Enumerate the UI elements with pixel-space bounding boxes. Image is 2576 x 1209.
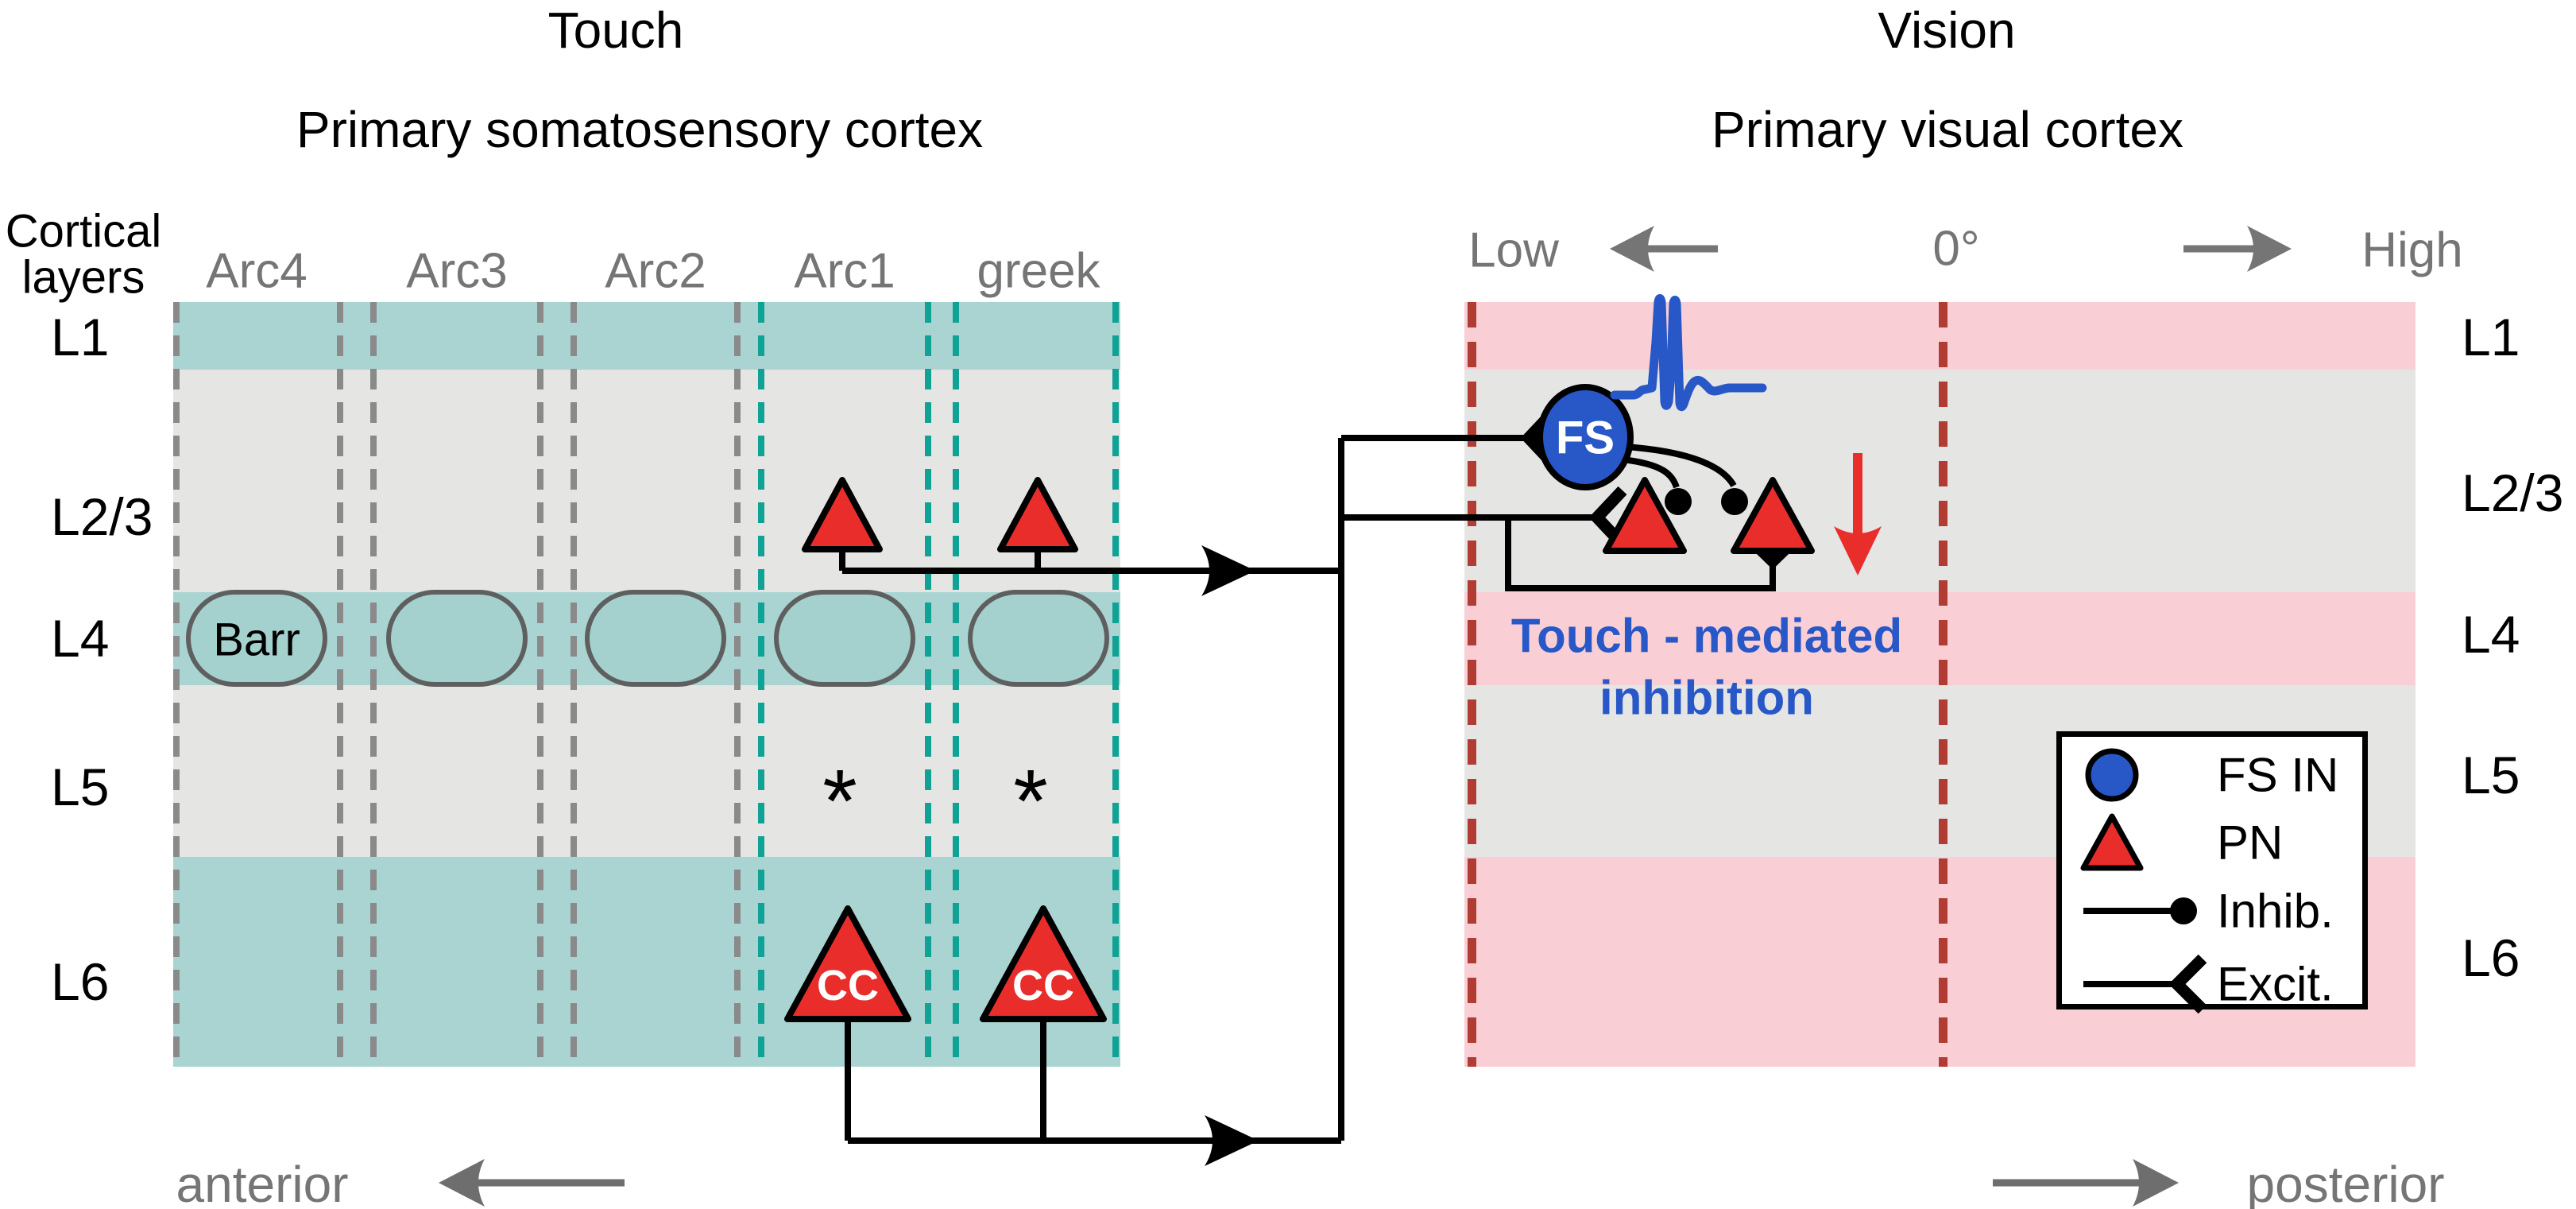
s1-layer-label-l1: L1	[51, 308, 110, 366]
column-label-arc1: Arc1	[794, 243, 895, 299]
anterior-arrow-head	[439, 1159, 485, 1207]
sf-low-label: Low	[1468, 223, 1559, 278]
v1-layer-label-l6: L6	[2462, 928, 2520, 987]
septum-arc1-greek-b	[953, 302, 959, 1067]
cc-label-greek: CC	[1012, 962, 1074, 1009]
legend-label-excit: Excit.	[2217, 957, 2334, 1011]
left-panel-subtitle: Primary somatosensory cortex	[296, 101, 984, 158]
barrel-arc2	[585, 590, 726, 687]
legend-label-pn: PN	[2217, 816, 2284, 870]
touch-mediated-annotation-line1: Touch - mediated	[1510, 609, 1903, 663]
septum-arc1-greek-a	[925, 302, 931, 1067]
septum-left-edge	[173, 302, 180, 1067]
column-label-arc3: Arc3	[406, 243, 508, 299]
legend-label-inhib: Inhib.	[2217, 884, 2334, 938]
sf-zero-label: 0°	[1932, 221, 1980, 277]
septum-arc3-arc2-a	[537, 302, 543, 1067]
retinotopy-line-left	[1468, 302, 1476, 1067]
posterior-label: posterior	[2246, 1156, 2445, 1209]
left-panel-title: Touch	[547, 2, 684, 59]
s1-layer-label-l6: L6	[51, 952, 110, 1011]
s1-layer23-band	[173, 370, 1120, 592]
posterior-arrow-head	[2133, 1159, 2179, 1207]
arrowhead-l6-projection	[1205, 1115, 1259, 1166]
v1-layer-label-l4: L4	[2462, 605, 2520, 664]
v1-layer-label-l5: L5	[2462, 746, 2520, 804]
high-arrow-head	[2247, 226, 2292, 272]
column-label-arc4: Arc4	[206, 243, 307, 299]
right-panel-title: Vision	[1878, 2, 2016, 59]
septum-arc4-arc3-a	[337, 302, 343, 1067]
arrowhead-l23-projection	[1201, 545, 1255, 596]
sf-high-label: High	[2361, 223, 2463, 278]
legend-label-fs-in: FS IN	[2217, 748, 2339, 802]
s1-layer-label-l4: L4	[51, 609, 110, 668]
column-label-greek: greek	[977, 243, 1100, 299]
barrel-arc4	[186, 590, 327, 687]
column-label-arc2: Arc2	[605, 243, 706, 299]
barrel-arc3	[386, 590, 528, 687]
v1-layer-label-l1: L1	[2462, 308, 2520, 366]
asterisk-arc1: *	[822, 751, 857, 851]
septum-arc3-arc2-b	[571, 302, 577, 1067]
right-panel-subtitle: Primary visual cortex	[1712, 101, 2183, 158]
barrel-arc1	[774, 590, 915, 687]
s1-layer-label-l23: L2/3	[51, 487, 153, 546]
s1-layer-label-l5: L5	[51, 758, 110, 816]
asterisk-greek: *	[1013, 751, 1048, 851]
s1-layer5-band	[173, 685, 1120, 857]
septum-arc4-arc3-b	[370, 302, 377, 1067]
barrel-label: Barr	[213, 614, 300, 666]
septum-arc2-arc1-gray	[734, 302, 741, 1067]
septum-arc2-arc1-teal	[758, 302, 764, 1067]
cortical-layers-caption-line1: Cortical	[5, 205, 162, 258]
septum-right-edge	[1112, 302, 1119, 1067]
anterior-label: anterior	[176, 1156, 349, 1209]
barrel-greek	[968, 590, 1109, 687]
v1-layer-label-l23: L2/3	[2462, 463, 2564, 522]
s1-layer1-band	[173, 302, 1120, 370]
s1-layer6-band	[173, 857, 1120, 1067]
low-arrow-head	[1610, 226, 1654, 272]
cortical-layers-caption-line2: layers	[21, 251, 145, 304]
retinotopy-line-zero	[1939, 302, 1947, 1067]
touch-mediated-annotation-line2: inhibition	[1599, 671, 1814, 725]
cc-label-arc1: CC	[817, 962, 879, 1009]
fs-interneuron-label: FS	[1555, 412, 1615, 464]
